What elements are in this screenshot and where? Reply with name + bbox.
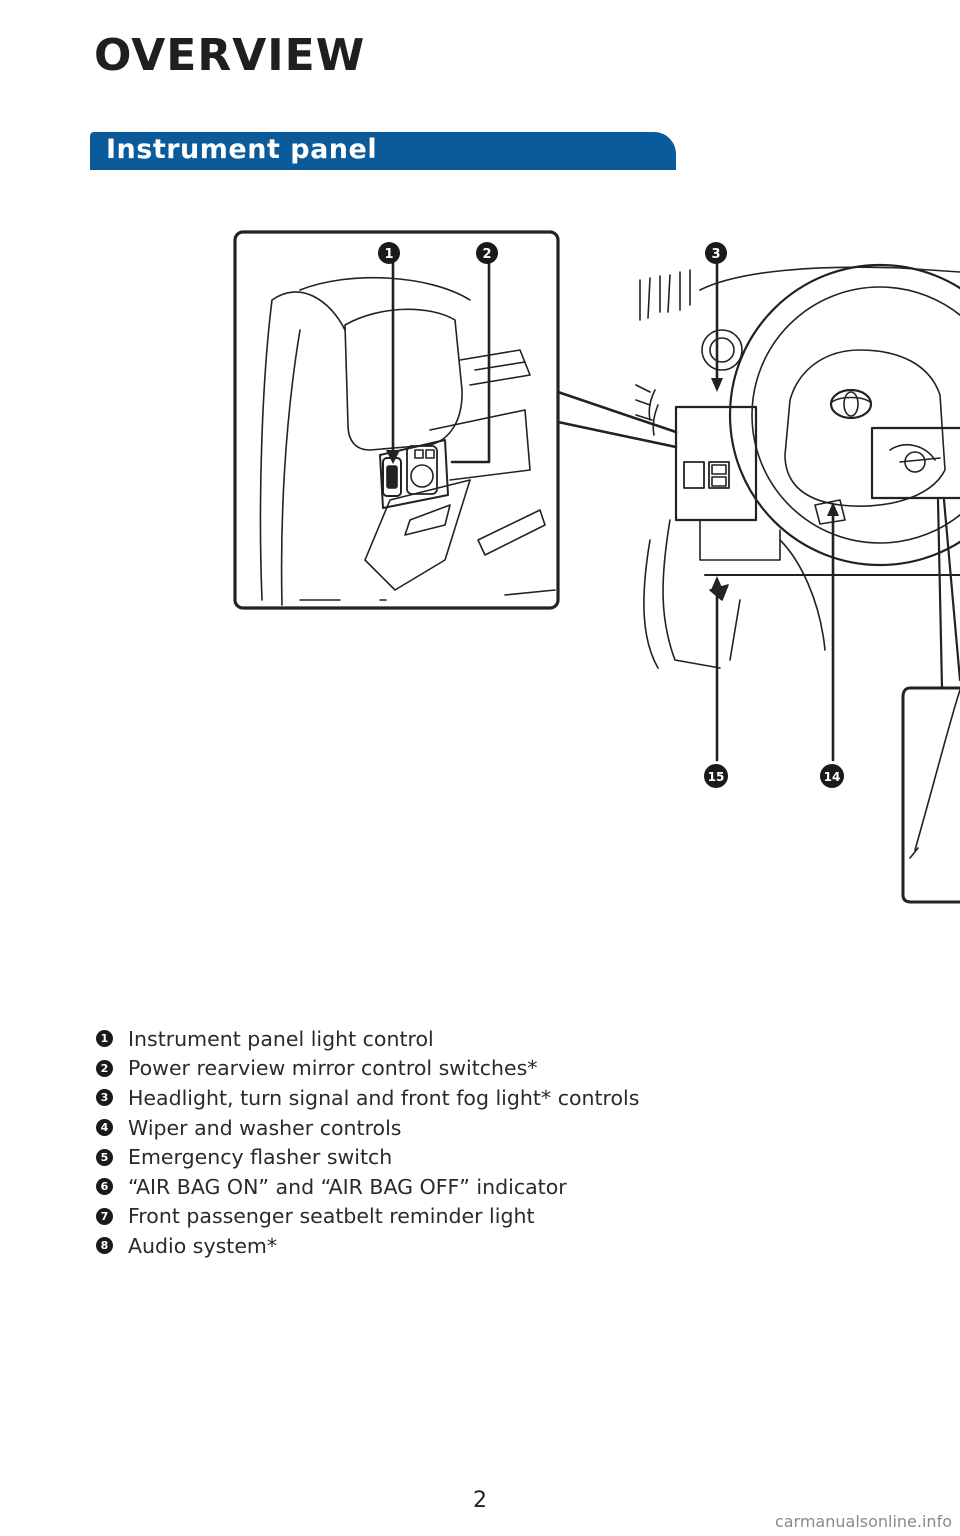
legend-number: 1 [96, 1030, 113, 1048]
legend-text: Power rearview mirror control switches* [128, 1056, 538, 1081]
legend-number: 4 [96, 1119, 113, 1137]
legend-item: 4 Wiper and washer controls [96, 1113, 639, 1143]
legend-item: 1 Instrument panel light control [96, 1024, 639, 1054]
legend-number: 6 [96, 1178, 113, 1196]
callout-14: 14 [820, 764, 844, 788]
callout-2: 2 [476, 242, 498, 264]
callout-badges: 1 2 3 15 14 [378, 242, 844, 788]
legend-item: 6 “AIR BAG ON” and “AIR BAG OFF” indicat… [96, 1172, 639, 1202]
svg-text:3: 3 [711, 247, 720, 262]
legend-number: 8 [96, 1237, 113, 1255]
legend-text: Wiper and washer controls [128, 1115, 402, 1140]
page-title: OVERVIEW [94, 30, 366, 81]
callout-15: 15 [704, 764, 728, 788]
svg-text:14: 14 [824, 770, 841, 784]
legend-text: Instrument panel light control [128, 1026, 434, 1051]
legend-item: 5 Emergency flasher switch [96, 1142, 639, 1172]
section-heading: Instrument panel [106, 134, 378, 165]
legend-list: 1 Instrument panel light control 2 Power… [96, 1024, 639, 1261]
instrument-panel-illustration [233, 230, 960, 904]
svg-text:15: 15 [708, 770, 725, 784]
legend-number: 5 [96, 1148, 113, 1166]
legend-number: 2 [96, 1059, 113, 1077]
legend-text: “AIR BAG ON” and “AIR BAG OFF” indicator [128, 1174, 567, 1199]
legend-number: 7 [96, 1207, 113, 1225]
svg-text:2: 2 [482, 247, 491, 262]
legend-item: 8 Audio system* [96, 1231, 639, 1261]
legend-item: 3 Headlight, turn signal and front fog l… [96, 1083, 639, 1113]
section-heading-bar: Instrument panel [90, 132, 676, 170]
legend-item: 2 Power rearview mirror control switches… [96, 1054, 639, 1084]
inset-detail-box [233, 230, 560, 610]
legend-text: Headlight, turn signal and front fog lig… [128, 1085, 640, 1110]
watermark-link[interactable]: carmanualsonline.info [774, 1512, 952, 1531]
legend-text: Emergency flasher switch [128, 1145, 393, 1170]
legend-number: 3 [96, 1089, 113, 1107]
callout-3: 3 [705, 242, 727, 264]
legend-item: 7 Front passenger seatbelt reminder ligh… [96, 1202, 639, 1232]
legend-text: Front passenger seatbelt reminder light [128, 1204, 535, 1229]
legend-text: Audio system* [128, 1233, 278, 1258]
svg-text:1: 1 [384, 247, 393, 262]
page-number: 2 [473, 1488, 487, 1513]
callout-1: 1 [378, 242, 400, 264]
